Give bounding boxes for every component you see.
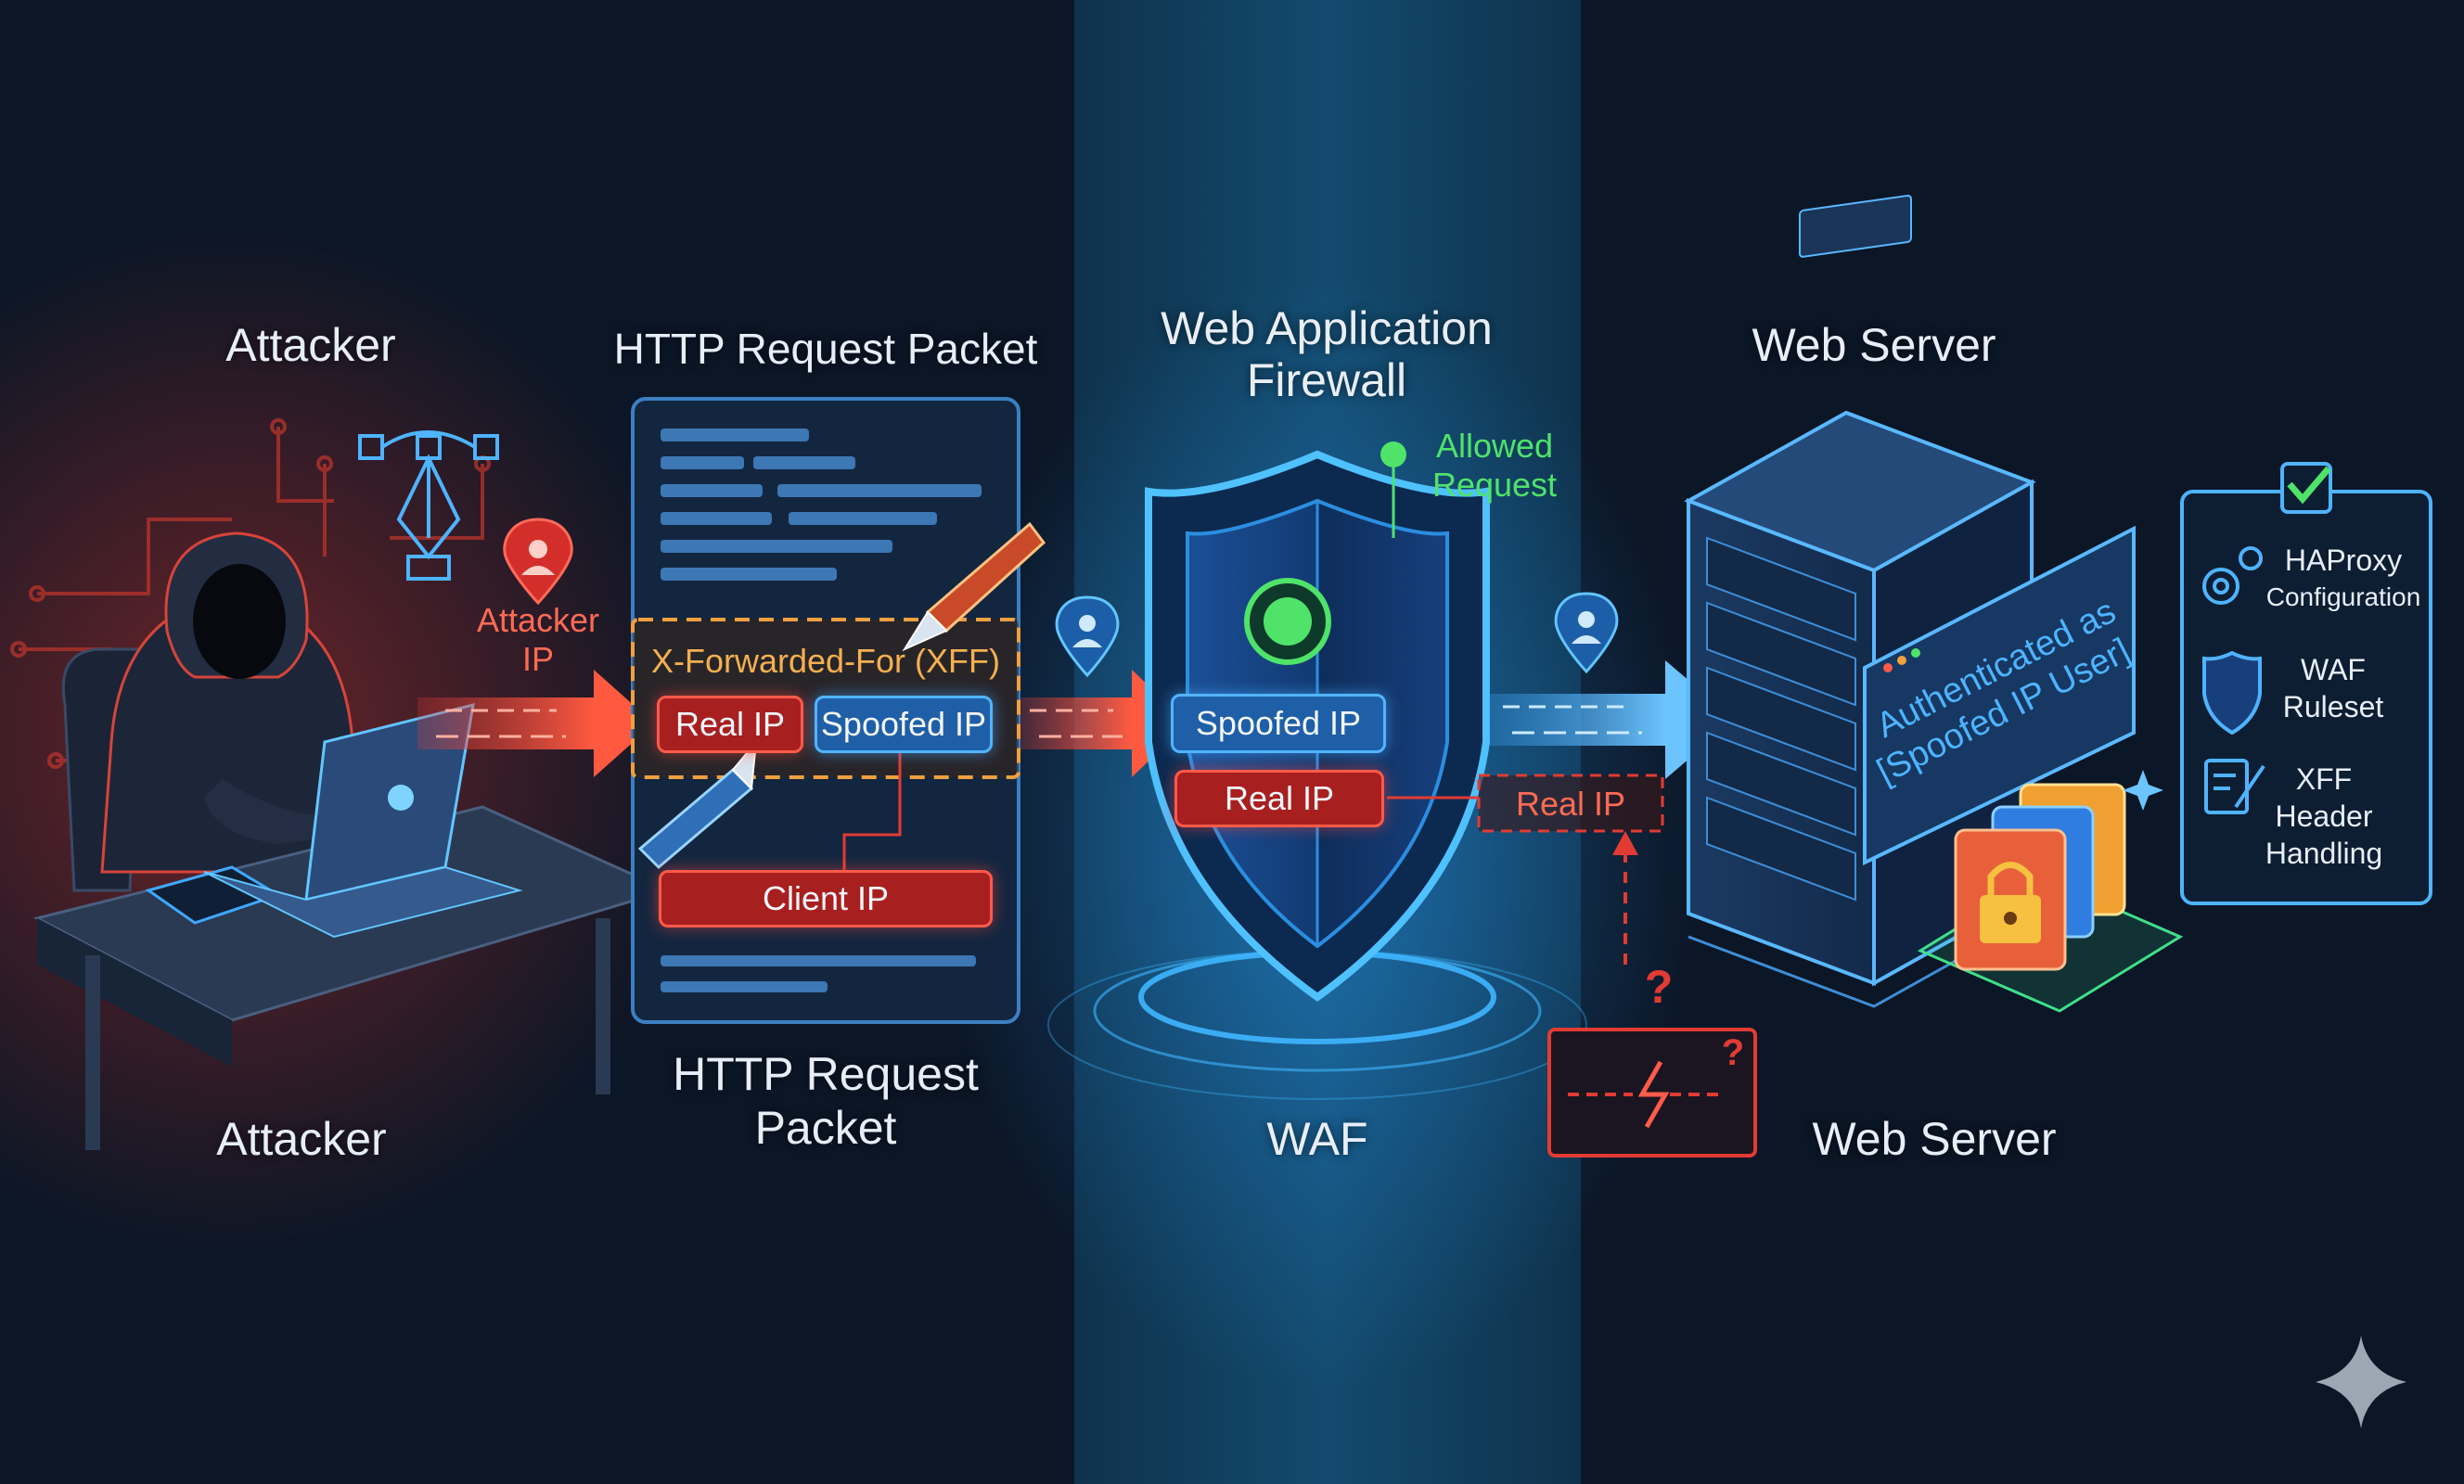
shield-icon xyxy=(2202,650,2262,736)
server-title: Web Server xyxy=(1752,319,1996,371)
waf-title-line-1: Web Application xyxy=(1161,302,1493,354)
haproxy-label-line-2: Configuration xyxy=(2265,582,2421,611)
packet-real-ip: Real IP xyxy=(657,696,803,753)
gear-icon xyxy=(2202,546,2263,605)
edit-document-icon xyxy=(2204,759,2265,814)
packet-caption-line-1: HTTP Request xyxy=(673,1048,979,1100)
sparkle-icon xyxy=(2316,1336,2406,1428)
waf-title-line-2: Firewall xyxy=(1246,354,1407,406)
waf-ruleset-label-line-1: WAF xyxy=(2301,653,2366,686)
waf-spoofed-ip: Spoofed IP xyxy=(1171,694,1386,753)
xff-handling-label-line-3: Handling xyxy=(2265,837,2383,870)
allowed-request-label-line-2: Request xyxy=(1431,466,1558,504)
server-caption: Web Server xyxy=(1812,1113,2057,1165)
config-panel xyxy=(2180,462,2432,905)
hacker-figure xyxy=(32,531,673,1150)
packet-spoofed-ip: Spoofed IP xyxy=(815,696,993,753)
dropped-real-ip-label: Real IP xyxy=(1515,785,1626,823)
xff-handling-label-line-2: Header xyxy=(2275,800,2373,833)
question-mark-1: ? xyxy=(1644,961,1674,1013)
user-pin-icon-1 xyxy=(1055,595,1120,678)
pen-tool-icon xyxy=(358,430,499,581)
waf-caption: WAF xyxy=(1266,1113,1368,1165)
question-mark-2: ? xyxy=(1721,1032,1745,1073)
allowed-request-label-line-1: Allowed xyxy=(1435,427,1554,465)
packet-caption-line-2: Packet xyxy=(754,1102,897,1154)
fountain-pen-icon-top xyxy=(902,521,1046,652)
attacker-ip-label-line-2: IP xyxy=(521,640,554,678)
packet-title: HTTP Request Packet xyxy=(613,325,1038,373)
locked-files-icon xyxy=(1917,770,2184,1013)
xff-header-label: X-Forwarded-For (XFF) xyxy=(650,642,1001,680)
xff-handling-label-line-1: XFF xyxy=(2295,762,2353,796)
user-pin-icon-2 xyxy=(1554,592,1619,674)
authenticated-screen xyxy=(1863,525,2136,866)
attacker-caption: Attacker xyxy=(216,1113,387,1165)
waf-ruleset-label-line-2: Ruleset xyxy=(2282,690,2384,723)
waf-real-ip: Real IP xyxy=(1174,770,1384,827)
attacker-ip-label-line-1: Attacker xyxy=(476,601,600,639)
attacker-ip-pin-icon xyxy=(503,518,573,606)
dropped-real-ip-path xyxy=(1387,774,1664,965)
haproxy-label-line-1: HAProxy xyxy=(2284,544,2403,577)
fountain-pen-icon-bottom xyxy=(637,738,758,870)
broken-connection-terminal xyxy=(1547,1028,1757,1158)
arrow-attacker-to-packet xyxy=(417,670,654,777)
packet-client-ip: Client IP xyxy=(659,870,993,928)
attacker-title: Attacker xyxy=(225,319,396,371)
